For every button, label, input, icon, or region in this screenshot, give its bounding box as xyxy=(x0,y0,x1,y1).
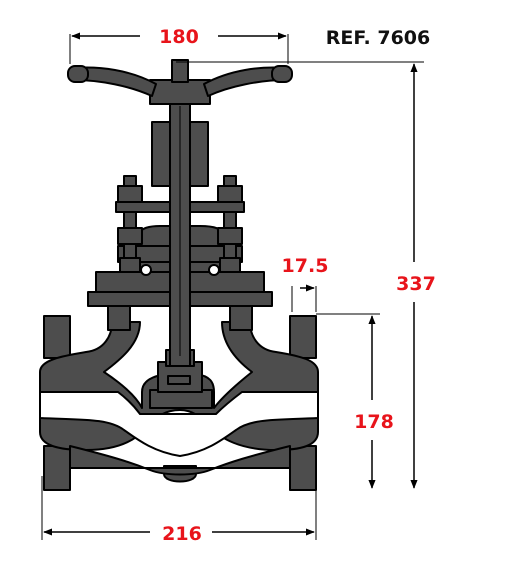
handwheel-spoke-right xyxy=(203,66,287,97)
disc-collar xyxy=(167,375,191,385)
dim-label-center-height: 178 xyxy=(354,411,394,433)
dimension-lines xyxy=(41,32,424,540)
bonnet-bolt-right xyxy=(229,305,253,331)
bonnet-bolt-left xyxy=(107,305,131,331)
dim-label-handwheel: 180 xyxy=(159,26,199,48)
stud-nut-right-top xyxy=(217,185,243,203)
reference-label: REF. 7606 xyxy=(326,27,431,49)
stud-nut-left-top xyxy=(117,185,143,203)
handwheel-spoke-left xyxy=(73,66,157,97)
dim-label-overall-height: 337 xyxy=(396,273,436,295)
stud-nut-right-mid xyxy=(217,227,243,245)
handwheel-hub xyxy=(149,79,211,105)
stud-nut-left-low xyxy=(119,257,141,273)
handwheel-rim-right xyxy=(271,65,293,83)
bonnet xyxy=(87,175,273,331)
stud-nut-right-low xyxy=(219,257,241,273)
bonnet-hole-right xyxy=(208,264,220,276)
body-bottom xyxy=(69,445,291,476)
stem-assembly xyxy=(149,79,211,367)
valve-body xyxy=(39,315,319,491)
right-flange-bottom xyxy=(289,445,317,491)
flow-passage xyxy=(39,391,319,458)
stem-top-nut xyxy=(171,59,189,83)
left-flange-bottom xyxy=(43,445,71,491)
bonnet-hole-left xyxy=(140,264,152,276)
dim-label-face-to-face: 216 xyxy=(162,523,202,545)
left-flange-top xyxy=(43,315,71,359)
stud-nut-left-mid xyxy=(117,227,143,245)
right-flange-top xyxy=(289,315,317,359)
dim-label-flange-thickness: 17.5 xyxy=(282,255,329,277)
handwheel-rim-left xyxy=(67,65,89,83)
handwheel xyxy=(67,59,293,97)
